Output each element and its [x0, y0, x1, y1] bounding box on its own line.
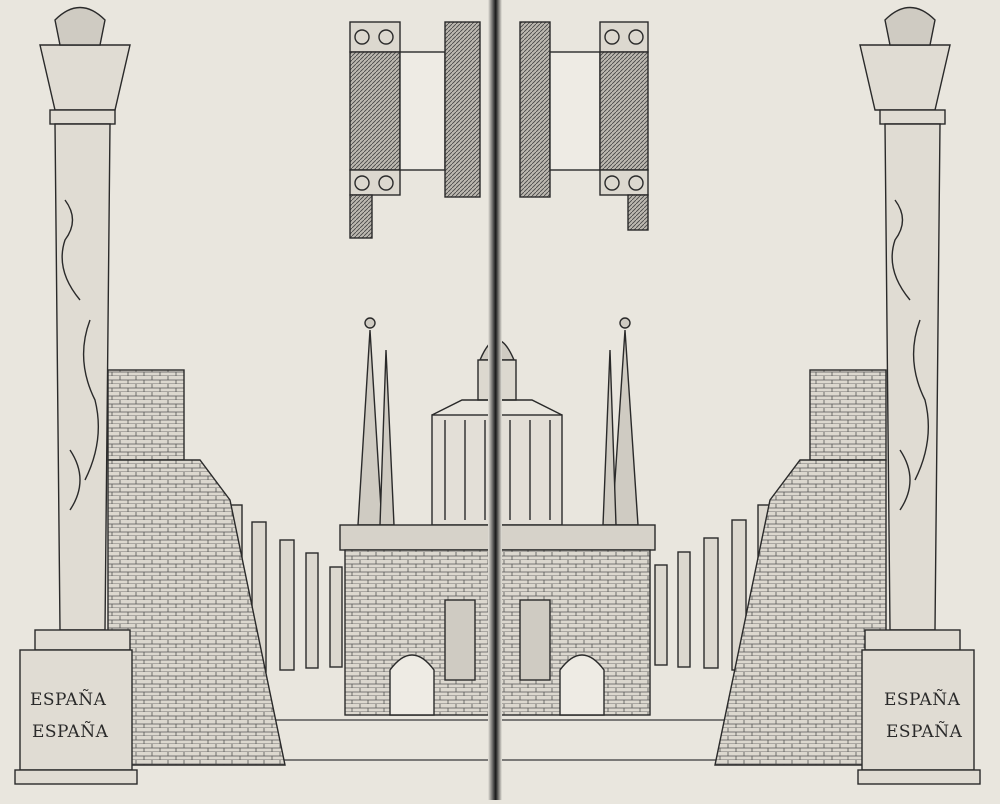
obelisks — [357, 317, 639, 526]
left-pedestal-inscription-1: ESPAÑA — [30, 690, 107, 710]
banner-left — [349, 21, 481, 239]
column-right — [857, 6, 981, 785]
banner-right — [519, 21, 649, 231]
column-left — [14, 6, 138, 785]
brick-towers — [107, 369, 887, 766]
right-pedestal-inscription-1: ESPAÑA — [884, 690, 961, 710]
book-gutter — [488, 0, 502, 800]
right-pedestal-inscription-2: ESPAÑA — [886, 722, 963, 742]
left-pedestal-inscription-2: ESPAÑA — [32, 722, 109, 742]
